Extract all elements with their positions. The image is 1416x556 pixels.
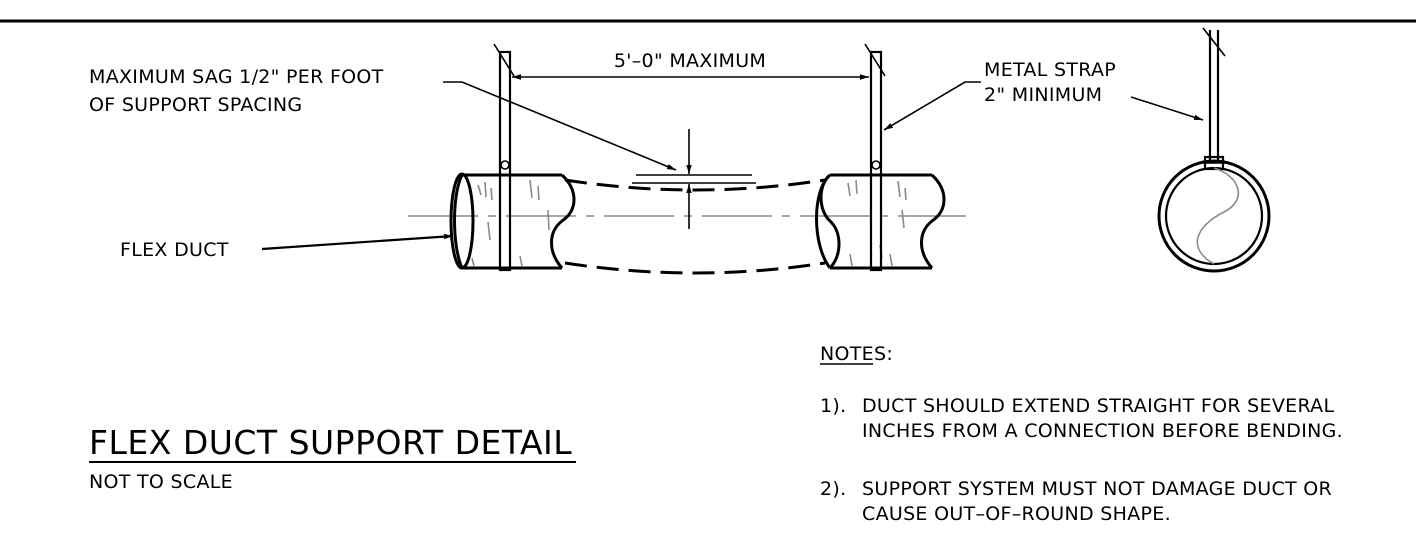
flex-duct-label: FLEX DUCT	[120, 239, 229, 261]
note-1-line1: DUCT SHOULD EXTEND STRAIGHT FOR SEVERAL	[862, 395, 1334, 417]
sag-label-line1: MAXIMUM SAG 1/2" PER FOOT	[89, 66, 384, 88]
right-hanger-strap	[864, 43, 886, 272]
note-2-line2: CAUSE OUT–OF–ROUND SHAPE.	[862, 503, 1171, 525]
sag-label-line2: OF SUPPORT SPACING	[89, 94, 302, 116]
strap-label-line1: METAL STRAP	[984, 59, 1116, 81]
spacing-dimension-label: 5'–0" MAXIMUM	[614, 50, 766, 72]
strap-label-line2: 2" MINIMUM	[984, 84, 1102, 106]
left-hanger-strap	[493, 43, 515, 272]
note-2-line1: SUPPORT SYSTEM MUST NOT DAMAGE DUCT OR	[862, 478, 1332, 500]
sag-bottom-dashed-line	[564, 261, 826, 275]
notes-heading: NOTES:	[820, 343, 893, 365]
note-1-number: 1).	[820, 395, 846, 417]
flex-duct-leader-line	[261, 233, 454, 251]
note-2-number: 2).	[820, 478, 846, 500]
detail-title: FLEX DUCT SUPPORT DETAIL	[89, 423, 572, 462]
detail-scale-note: NOT TO SCALE	[89, 471, 233, 493]
strap-leader-line	[883, 81, 981, 131]
sag-top-dashed-line	[564, 178, 826, 192]
sag-leader-line	[443, 81, 677, 171]
note-1-line2: INCHES FROM A CONNECTION BEFORE BENDING.	[862, 420, 1343, 442]
duct-section-view	[1157, 27, 1271, 273]
section-strap-leader-line	[1130, 96, 1204, 121]
left-duct-section	[449, 172, 576, 270]
